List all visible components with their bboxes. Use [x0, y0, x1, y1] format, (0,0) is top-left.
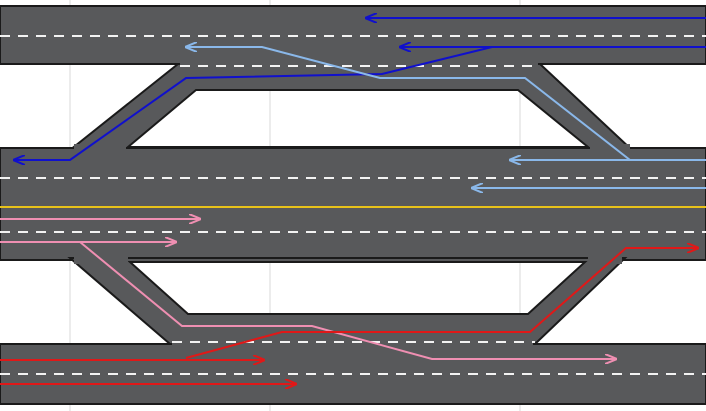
trajectory-arrows	[0, 18, 706, 384]
seam-cover-upper	[180, 58, 538, 66]
seam-cover-lower-right	[588, 254, 622, 264]
seam-cover-upper-left	[74, 144, 126, 154]
seam-cover-upper-right	[590, 144, 630, 154]
central-mainline-road	[0, 147, 706, 261]
arrow-blue-ramp-exit	[14, 46, 493, 160]
arrow-red-ramp-exit	[185, 248, 698, 359]
lane-markings	[0, 35, 706, 375]
arrow-pink-ramp-path	[79, 241, 616, 359]
seam-cover-lower	[172, 340, 533, 348]
